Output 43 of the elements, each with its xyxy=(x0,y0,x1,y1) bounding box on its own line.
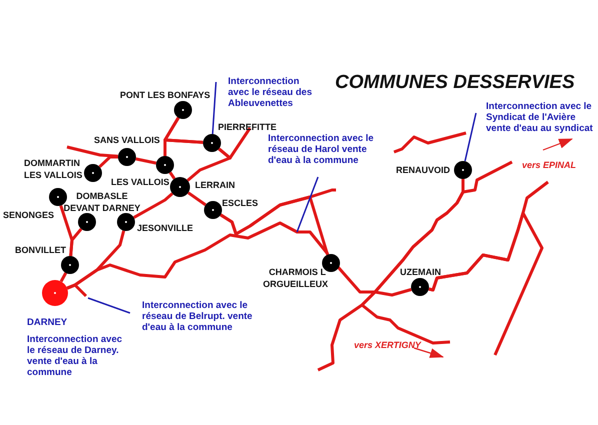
pipe-line xyxy=(428,212,544,356)
pipe-line xyxy=(136,157,156,165)
pipe-line xyxy=(98,156,118,168)
town-name: PONT LES BONFAYS xyxy=(120,89,210,101)
town-name: DOMBASLE DEVANT DARNEY xyxy=(62,190,142,214)
town-name: PIERREFITTE xyxy=(218,121,277,133)
leader-line xyxy=(464,112,477,162)
pipe-line xyxy=(69,228,82,256)
town-name: LES VALLOIS xyxy=(111,176,170,188)
town-name: UZEMAIN xyxy=(400,266,441,278)
pipe-line xyxy=(66,146,118,158)
pipe-line xyxy=(220,188,336,236)
callout-text: Interconnection avec le réseau de Belrupt. vente d'eau à la commune xyxy=(142,300,262,333)
pipe-line xyxy=(360,179,464,344)
direction-label: vers EPINAL xyxy=(522,160,576,170)
town-name: SANS VALLOIS xyxy=(94,134,160,146)
town-name: SENONGES xyxy=(3,209,54,221)
town-name: LERRAIN xyxy=(195,179,235,191)
map-title: COMMUNES DESSERVIES xyxy=(335,72,575,94)
town-name: DOMMARTIN LES VALLOIS xyxy=(24,157,84,181)
town-name: BONVILLET xyxy=(15,244,66,256)
leader-line xyxy=(296,176,319,232)
town-name: DARNEY xyxy=(27,317,68,328)
town-name: RENAUVOID xyxy=(396,164,450,176)
callout-text: Interconnection avec le réseau de Harol vente d'eau à la commune xyxy=(268,133,380,166)
leader-line xyxy=(88,297,130,314)
callout-text: Interconnection avec le réseau des Ableuvenettes xyxy=(228,76,318,109)
pipe-line xyxy=(133,192,174,219)
town-name: ESCLES xyxy=(222,197,258,209)
leader-line xyxy=(212,82,217,134)
pipe-line xyxy=(336,266,412,296)
pipe-line xyxy=(187,191,206,206)
pipe-line xyxy=(168,172,176,180)
pipe-line xyxy=(218,127,252,160)
direction-label: vers XERTIGNY xyxy=(354,340,421,350)
callout-text: Interconnection avec le Syndicat de l'Avière vente d'eau au syndicat xyxy=(486,101,598,134)
pipe-line xyxy=(164,138,204,156)
pipe-line xyxy=(60,272,68,282)
town-name: JESONVILLE xyxy=(137,222,194,234)
pipe-line xyxy=(462,160,513,194)
callout-text: Interconnection avec le réseau de Darney. vente d'eau à la commune xyxy=(27,334,124,378)
town-name: CHARMOIS L' ORGUEILLEUX xyxy=(262,266,328,290)
pipe-line xyxy=(66,284,88,298)
